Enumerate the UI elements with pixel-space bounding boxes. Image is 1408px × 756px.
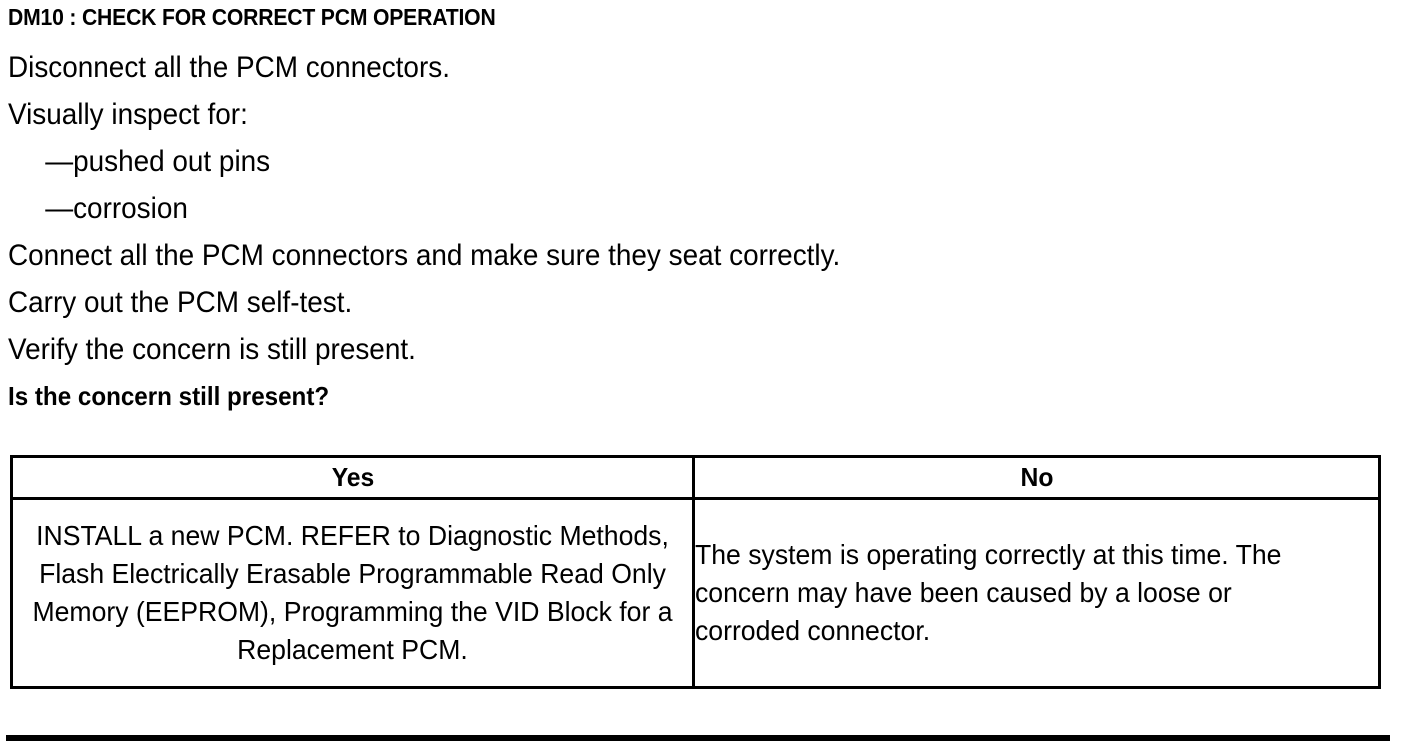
instruction-bullet: —pushed out pins [45,145,271,178]
page-title: DM10 : CHECK FOR CORRECT PCM OPERATION [8,4,496,30]
table-row: INSTALL a new PCM. REFER to Diagnostic M… [10,497,1381,689]
instruction-line: Disconnect all the PCM connectors. [8,51,450,84]
instruction-line: Carry out the PCM self-test. [8,286,353,319]
decision-question: Is the concern still present? [8,381,330,411]
cell-no-text: The system is operating correctly at thi… [695,539,1282,646]
bottom-rule [6,735,1390,741]
cell-yes-text: INSTALL a new PCM. REFER to Diagnostic M… [32,520,673,665]
instruction-line: Visually inspect for: [8,98,248,131]
decision-table: Yes No INSTALL a new PCM. REFER to Diagn… [10,455,1381,689]
instruction-bullet: —corrosion [45,192,188,225]
column-header-yes: Yes [27,455,678,500]
instruction-line: Connect all the PCM connectors and make … [8,239,841,272]
column-header-no: No [709,455,1364,500]
cell-yes-action: INSTALL a new PCM. REFER to Diagnostic M… [10,497,695,689]
instruction-line: Verify the concern is still present. [8,333,416,366]
cell-no-action: The system is operating correctly at thi… [692,497,1381,689]
table-header-row: Yes No [12,455,1380,500]
instruction-list: Disconnect all the PCM connectors. Visua… [8,44,1388,420]
